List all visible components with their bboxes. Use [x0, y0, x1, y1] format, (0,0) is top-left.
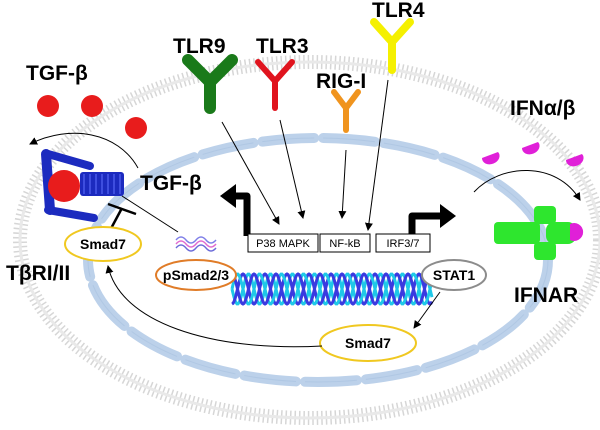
psmad-wave	[175, 236, 217, 252]
smad7-left-label: Smad7	[80, 236, 126, 252]
tgfb-outer-label: TGF-β	[26, 62, 88, 85]
tgfb-ligands	[37, 95, 147, 139]
irf-label: IRF3/7	[386, 238, 419, 250]
dna-strand-c	[230, 272, 434, 306]
stat1-node	[421, 259, 487, 291]
ifnar-label: IFNAR	[514, 284, 578, 307]
tlr3-receptor	[255, 59, 295, 111]
tgfb-binding-arrow	[29, 132, 139, 169]
rigi-receptor	[331, 89, 361, 133]
tgfb-production-arrow	[220, 184, 251, 236]
dna-strand-d	[231, 272, 434, 306]
nfkb-label: NF-kB	[329, 238, 360, 250]
ifn-production-arrow	[408, 204, 456, 234]
stat1-label: STAT1	[433, 267, 475, 283]
smad7-bottom-label: Smad7	[345, 335, 391, 351]
ifnar-receptor	[494, 206, 584, 260]
ifn-ligands	[481, 142, 584, 167]
dna-strand-b	[231, 272, 434, 306]
tlr9-receptor	[182, 54, 238, 114]
p38-box: P38 MAPK	[247, 233, 319, 253]
dna-helix	[230, 272, 434, 306]
psmad-label: pSmad2/3	[163, 267, 229, 283]
receptor-to-psmad-line	[121, 195, 179, 233]
tlr4-label: TLR4	[372, 0, 425, 22]
stat1-to-smad7-arrow	[413, 291, 441, 329]
tlr9-label: TLR9	[173, 35, 226, 58]
ifn-binding-arrow	[473, 170, 581, 201]
psmad-node	[155, 259, 237, 291]
rigi-label: RIG-I	[316, 70, 366, 93]
p38-label: P38 MAPK	[256, 238, 310, 250]
tbri-receptor	[41, 149, 124, 222]
tlr4-receptor	[370, 18, 414, 74]
cell-membrane	[13, 55, 600, 425]
irf-box: IRF3/7	[375, 233, 431, 253]
tgfb-inner-label: TGF-β	[140, 172, 202, 195]
tbri-label: TβRI/II	[6, 262, 70, 285]
smad7-left-node	[64, 226, 142, 262]
receptor-signal-arrows	[221, 79, 389, 231]
nfkb-box: NF-kB	[319, 233, 371, 253]
tlr3-label: TLR3	[256, 35, 309, 58]
smad7-bottom-node	[319, 324, 417, 362]
ifnab-label: IFNα/β	[510, 97, 576, 120]
smad7-feedback-arrow	[105, 265, 323, 348]
